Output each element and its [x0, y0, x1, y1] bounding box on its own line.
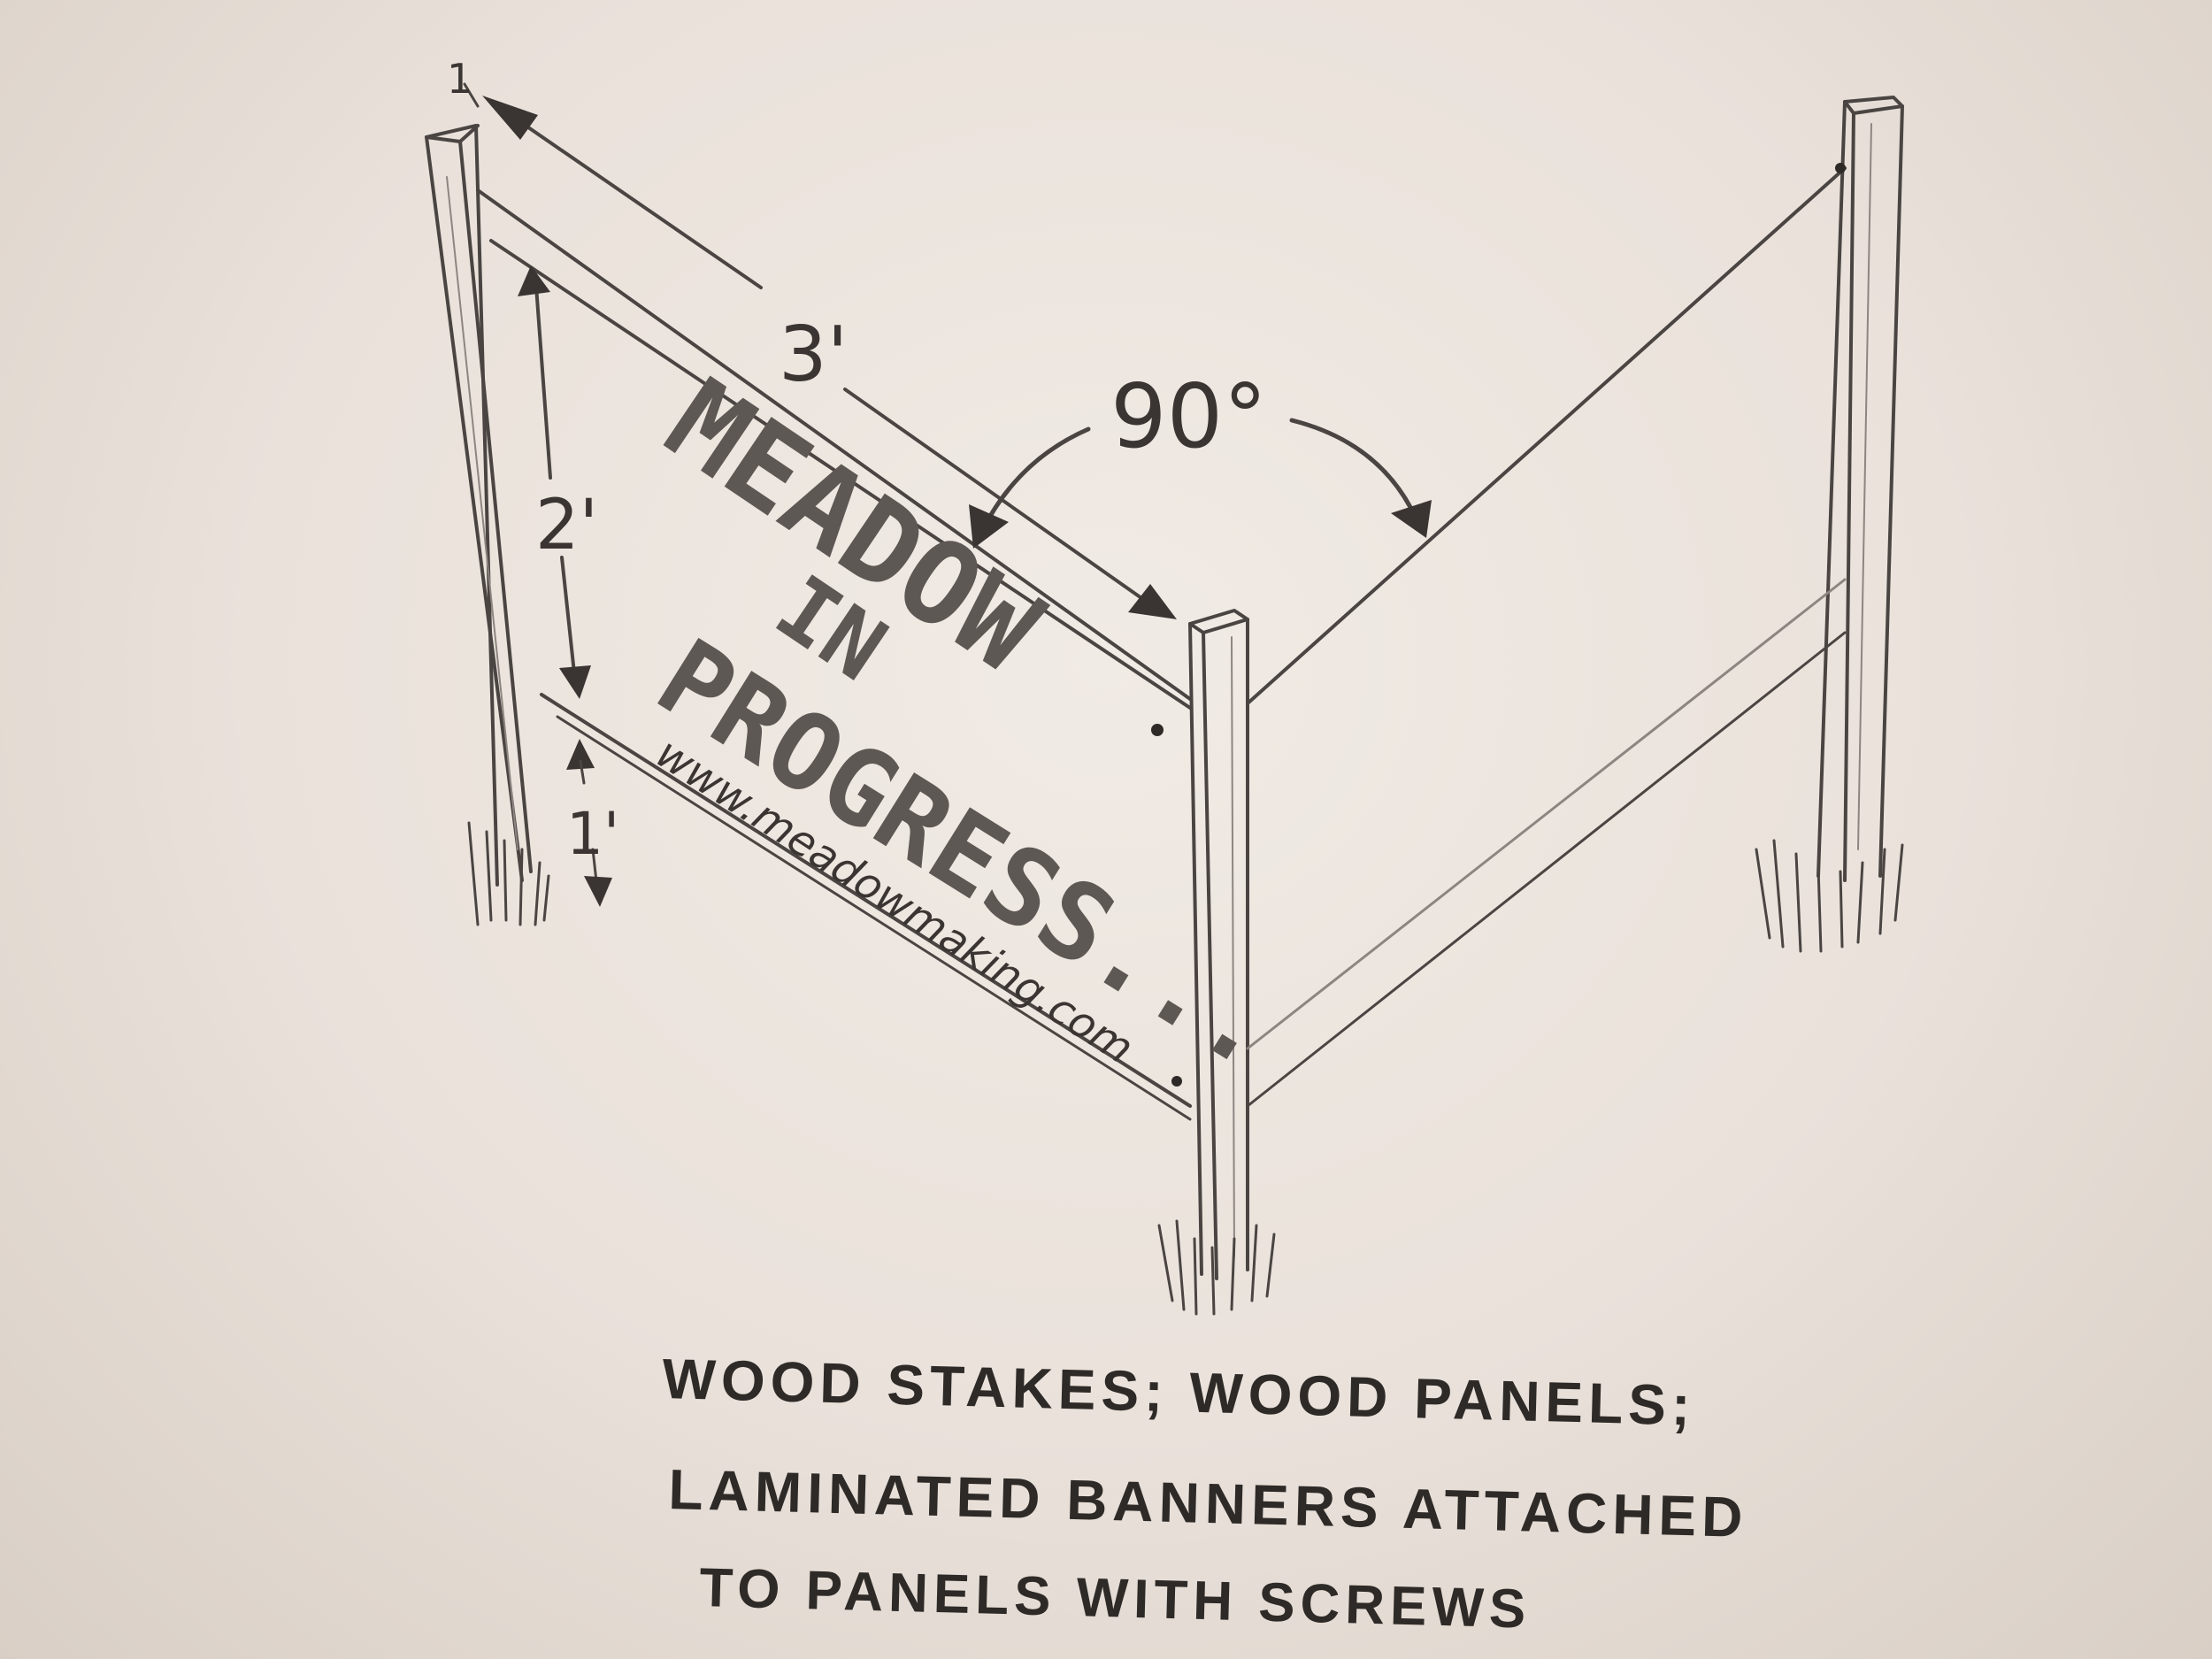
caption-line-3: TO PANELS WITH SCREWS: [699, 1557, 1532, 1640]
top-marker-label: 1: [447, 55, 472, 103]
sign-line-progress: PROGRESS...: [637, 617, 1299, 1094]
left-stake: [425, 124, 533, 887]
left-panel: [476, 188, 1192, 1121]
height-dimension: 2': [518, 265, 598, 699]
right-panel: [1246, 163, 1847, 1108]
angle-dimension: 90°: [969, 365, 1432, 549]
right-stake: [1816, 96, 1904, 882]
middle-stake: [1188, 609, 1249, 1280]
clearance-dimension: 1': [566, 739, 619, 907]
right-stake-grass: [1755, 839, 1904, 953]
left-stake-grass: [467, 821, 550, 926]
middle-stake-grass: [1157, 1219, 1276, 1316]
angle-label: 90°: [1110, 365, 1267, 468]
width-label: 3': [779, 311, 848, 399]
height-label: 2': [535, 486, 598, 565]
caption-line-2: LAMINATED BANNERS ATTACHED: [668, 1457, 1749, 1549]
caption-line-1: WOOD STAKES; WOOD PANELS;: [662, 1347, 1697, 1438]
clearance-label: 1': [566, 800, 619, 868]
caption: WOOD STAKES; WOOD PANELS; LAMINATED BANN…: [662, 1347, 1749, 1640]
